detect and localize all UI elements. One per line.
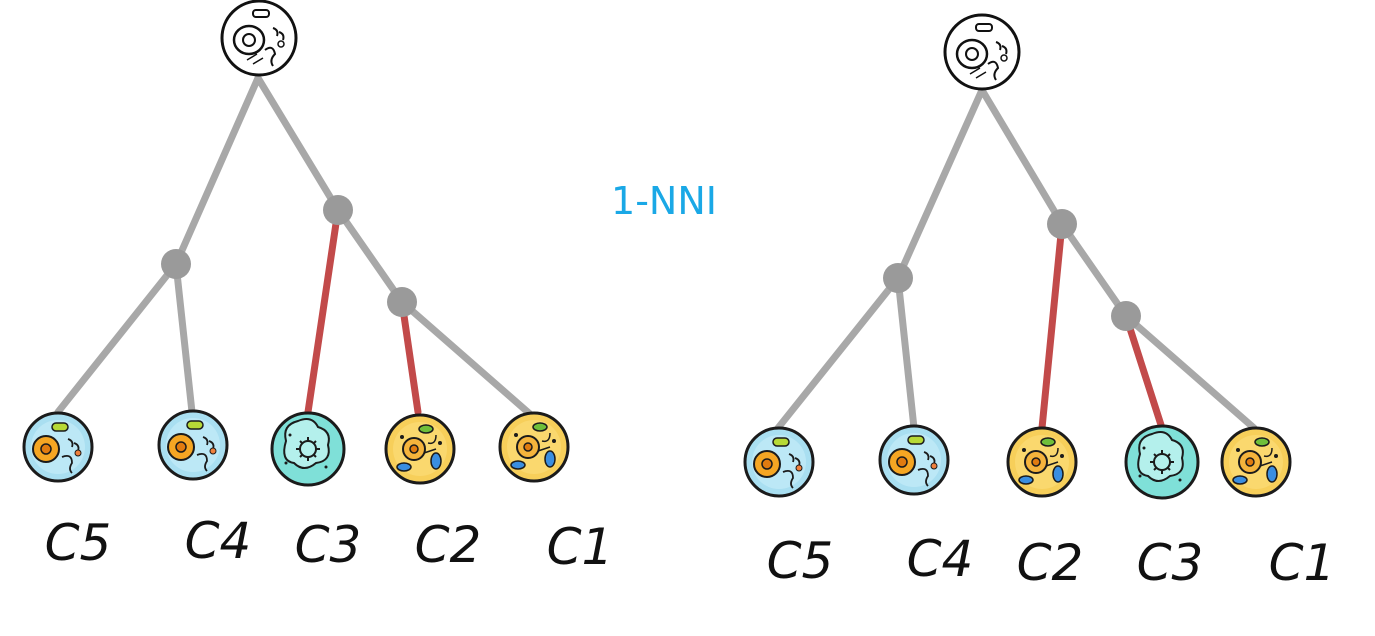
- edge: [172, 260, 196, 416]
- left-tree: C5 C4 C3 C2 C1: [22, 0, 614, 576]
- edge: [172, 74, 262, 268]
- edge: [398, 298, 534, 418]
- internal-node: [387, 287, 417, 317]
- leaf-label: C1: [547, 518, 614, 576]
- root-cell-icon: [220, 0, 298, 77]
- leaf-label: C3: [295, 516, 362, 574]
- leaf-label: C1: [1269, 534, 1336, 592]
- internal-node: [1047, 209, 1077, 239]
- internal-node: [161, 249, 191, 279]
- leaf-label: C5: [767, 532, 834, 590]
- highlight-edge: [304, 206, 342, 416]
- edge: [894, 86, 986, 282]
- internal-node: [1111, 301, 1141, 331]
- leaf-label: C5: [45, 514, 112, 572]
- blue-cell-icon: [878, 424, 950, 496]
- leaf-label: C2: [415, 516, 482, 574]
- operation-label: 1-NNI: [611, 179, 717, 223]
- leaf-label: C3: [1137, 534, 1204, 592]
- blue-cell-icon: [157, 409, 229, 481]
- edge: [1058, 220, 1130, 320]
- root-cell-icon: [943, 13, 1021, 91]
- left-tree-edges: [54, 74, 534, 418]
- teal-cell-icon: [1124, 424, 1200, 500]
- yellow-cell-icon: [384, 413, 456, 485]
- yellow-cell-icon: [1220, 426, 1292, 498]
- edge: [978, 86, 1066, 228]
- teal-cell-icon: [270, 411, 346, 487]
- leaf-label: C4: [185, 512, 252, 570]
- internal-node: [883, 263, 913, 293]
- blue-cell-icon: [743, 426, 815, 498]
- edge: [774, 274, 902, 432]
- internal-node: [323, 195, 353, 225]
- edge: [254, 74, 342, 214]
- highlight-edge: [1122, 312, 1166, 432]
- highlight-edge: [1038, 220, 1066, 432]
- edge: [894, 274, 918, 432]
- right-tree-edges: [774, 86, 1258, 432]
- yellow-cell-icon: [1006, 426, 1078, 498]
- right-tree: C5 C4 C2 C3 C1: [743, 13, 1336, 592]
- leaf-label: C2: [1017, 534, 1084, 592]
- highlight-edge: [398, 298, 422, 416]
- edge: [54, 260, 180, 416]
- leaf-label: C4: [907, 530, 974, 588]
- blue-cell-icon: [22, 411, 94, 483]
- edge: [334, 206, 406, 306]
- edge: [1122, 312, 1258, 432]
- yellow-cell-icon: [498, 411, 570, 483]
